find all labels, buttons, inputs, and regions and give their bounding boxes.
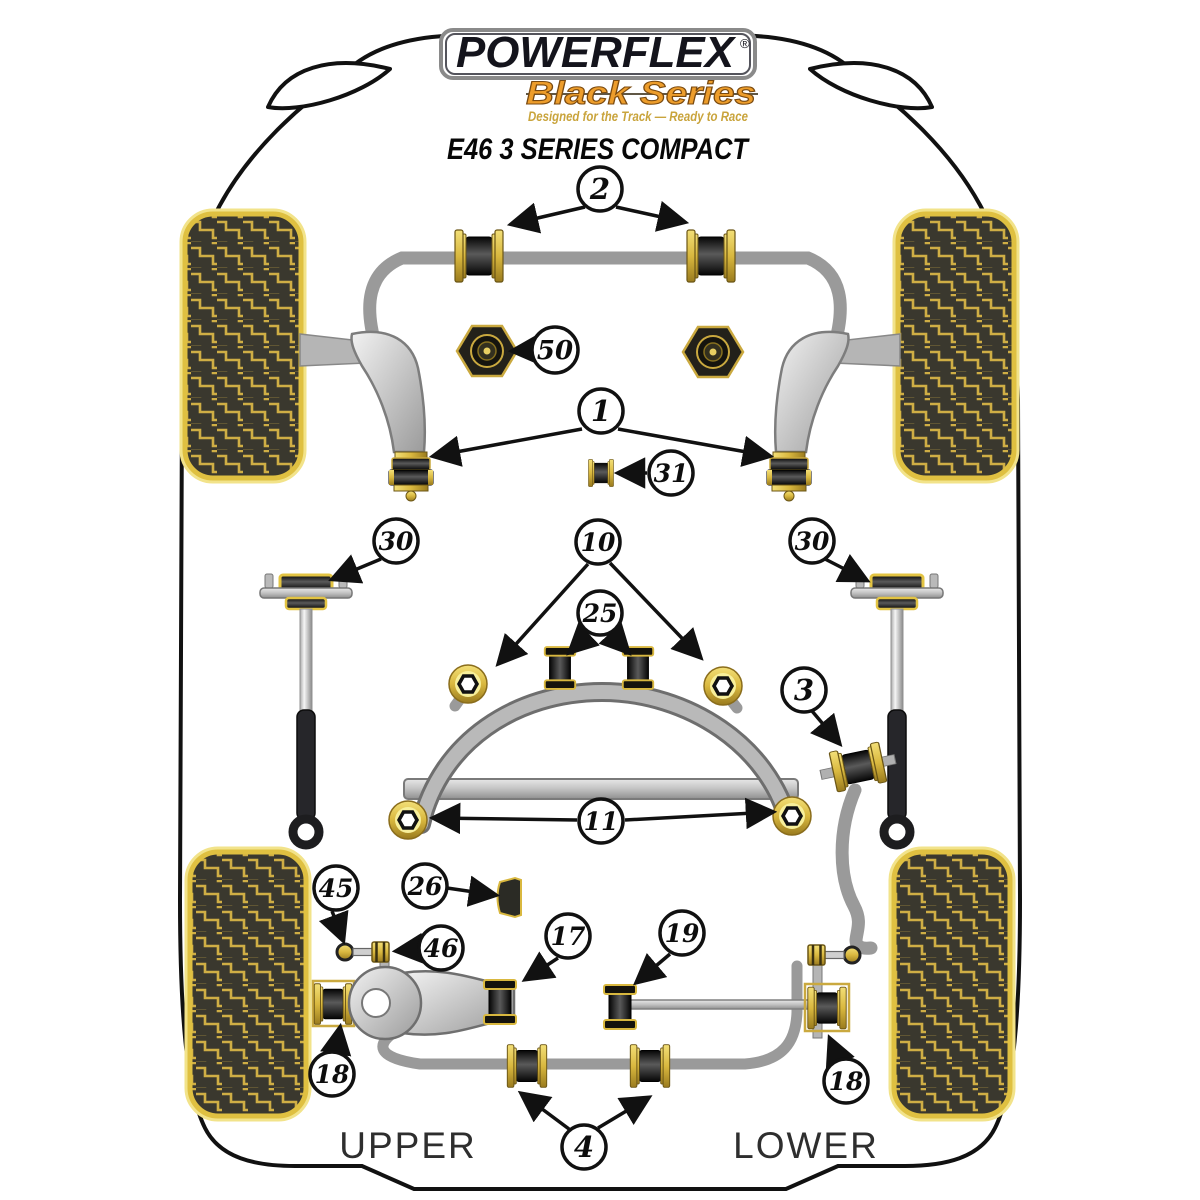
rear-arb-bush-right-4 [629, 1044, 671, 1088]
callout-2: 2 [576, 165, 624, 213]
tire-front-left [185, 214, 301, 478]
arm-outer-bush-17 [483, 979, 517, 1025]
diff-mount-bush-left [543, 646, 577, 690]
front-arb-bush-right [686, 229, 736, 283]
svg-text:30: 30 [795, 527, 830, 556]
subframe-front-eyelet-right [702, 665, 744, 707]
series-text: Black Series [526, 75, 756, 111]
rear-anti-roll-bar [377, 960, 803, 1070]
callout-3: 3 [780, 666, 828, 714]
left-mirror [266, 61, 392, 111]
svg-text:46: 46 [424, 934, 459, 963]
svg-text:11: 11 [584, 807, 619, 836]
bump-stop-26 [496, 876, 522, 919]
callout-50: 50 [530, 325, 580, 375]
callout-45: 45 [312, 864, 360, 912]
brand-text: POWERFLEX [456, 28, 737, 77]
svg-text:18: 18 [829, 1067, 864, 1096]
subframe-rear-eyelet-right [771, 795, 813, 837]
callout-17: 17 [544, 912, 592, 960]
callout-11: 11 [577, 797, 625, 845]
callout-18-right: 18 [822, 1057, 870, 1105]
svg-text:18: 18 [315, 1060, 350, 1089]
callout-46: 46 [417, 924, 465, 972]
track-rod [627, 999, 819, 1010]
svg-text:3: 3 [794, 673, 814, 707]
callout-30-left: 30 [372, 517, 420, 565]
right-trailing-arm [835, 783, 878, 955]
callout-arrows [318, 200, 871, 1131]
svg-text:19: 19 [665, 919, 700, 948]
tagline-text: Designed for the Track — Ready to Race [528, 109, 748, 124]
svg-text:4: 4 [574, 1130, 594, 1164]
callout-4: 4 [560, 1123, 608, 1171]
rear-arb-bush-left-4 [506, 1044, 548, 1088]
track-rod-bush-19 [603, 984, 637, 1030]
registered-mark: ® [740, 36, 750, 51]
callout-10: 10 [574, 518, 622, 566]
subframe-front-eyelet-left [447, 663, 489, 705]
svg-text:30: 30 [379, 527, 414, 556]
arm-inner-bush-left-18 [313, 983, 353, 1025]
subframe-rear-eyelet-left [387, 799, 429, 841]
left-arm-hole [361, 988, 391, 1018]
model-title: E46 3 SERIES COMPACT [447, 133, 750, 166]
subframe-arc-face [414, 684, 796, 831]
tire-front-right [898, 214, 1014, 478]
callouts-layer: 2 50 1 31 30 30 10 25 [308, 165, 870, 1171]
upper-label: UPPER [339, 1125, 476, 1166]
diff-mount-bush-right [621, 646, 655, 690]
callout-25: 25 [576, 589, 624, 637]
callout-1: 1 [577, 387, 625, 435]
callout-31: 31 [647, 449, 695, 497]
svg-text:17: 17 [551, 922, 586, 951]
arm-inner-bush-right-18 [807, 986, 847, 1030]
trailing-arm-bush-3 [819, 741, 897, 793]
svg-text:26: 26 [407, 872, 443, 901]
callout-18-left: 18 [308, 1050, 356, 1098]
front-arb-bush-left [454, 229, 504, 283]
front-anti-roll-bar [363, 251, 847, 357]
svg-text:31: 31 [654, 459, 689, 488]
arm-bush-frame-right [803, 982, 851, 1033]
svg-text:25: 25 [582, 599, 618, 628]
tire-rear-right [894, 852, 1010, 1116]
svg-text:10: 10 [581, 528, 616, 557]
callout-26: 26 [401, 862, 449, 910]
svg-text:2: 2 [589, 172, 610, 206]
svg-text:1: 1 [591, 394, 611, 428]
subframe-beam [403, 778, 799, 800]
powerflex-logo: POWERFLEX ® Black Series Designed for th… [439, 28, 758, 124]
small-bush-31 [588, 459, 614, 487]
tire-rear-left [190, 852, 306, 1116]
lower-label: LOWER [733, 1125, 879, 1166]
callout-30-right: 30 [788, 517, 836, 565]
right-mirror [808, 61, 934, 111]
callout-19: 19 [658, 909, 706, 957]
svg-text:50: 50 [537, 336, 573, 366]
svg-text:45: 45 [319, 874, 354, 903]
